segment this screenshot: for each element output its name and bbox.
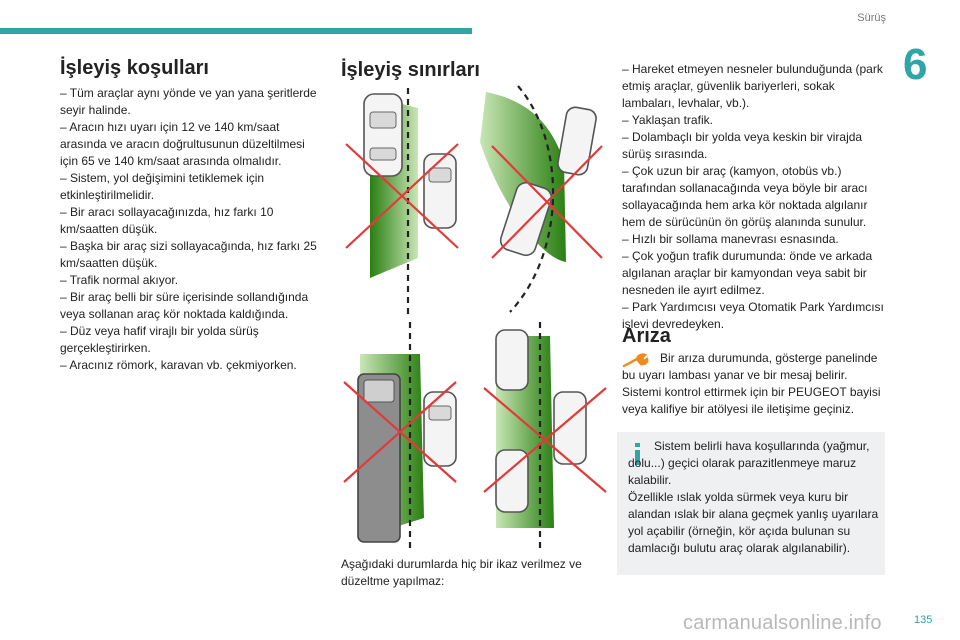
fault-title: Arıza [622,325,671,347]
section-label: Sürüş [857,12,886,24]
parked-car [423,153,457,229]
car-window [369,147,397,161]
info-paragraph: Sistem belirli hava koşullarında (yağmur… [628,439,870,487]
fault-paragraph: Sistemi kontrol ettirmek için bir PEUGEO… [622,385,881,416]
cross-mark [491,145,603,259]
illustration-stationary-and-curve [345,85,603,316]
truck [357,373,401,543]
info-text: Sistem belirli hava koşullarında (yağmur… [628,438,880,557]
list-item: – Çok uzun bir araç (kamyon, otobüs vb.)… [622,164,868,229]
fault-paragraph: Bir arıza durumunda, gösterge panelinde … [622,351,878,382]
list-item: – Aracınız römork, karavan vb. çekmiyork… [60,358,297,372]
list-item: – Çok yoğun trafik durumunda: önde ve ar… [622,249,873,297]
list-item: – Hareket etmeyen nesneler bulunduğunda … [622,62,883,110]
list-item: – Trafik normal akıyor. [60,273,179,287]
list-item: – Bir aracı sollayacağınızda, hız farkı … [60,205,274,236]
operating-limits-list-section: – Hareket etmeyen nesneler bulunduğunda … [622,61,890,333]
operating-conditions-title: İşleyiş koşulları [60,57,209,79]
chapter-number: 6 [903,40,928,89]
car [557,106,597,176]
info-box [617,432,885,575]
car [495,329,529,391]
page-number: 135 [914,614,933,626]
wrench-warning-icon [622,353,649,368]
list-item: – Düz veya hafif virajlı bir yolda sürüş… [60,324,259,355]
list-item: – Yaklaşan trafik. [622,113,713,127]
info-paragraph: Özellikle ıslak yolda sürmek veya kuru b… [628,490,879,555]
operating-limits-list: – Hareket etmeyen nesneler bulunduğunda … [622,61,890,333]
fault-text: Bir arıza durumunda, gösterge panelinde … [622,350,888,418]
operating-conditions-list: – Tüm araçlar aynı yönde ve yan yana şer… [60,85,325,374]
list-item: – Bir araç belli bir süre içerisinde sol… [60,290,309,321]
car-window [428,167,452,183]
list-item: – Hızlı bir sollama manevrası esnasında. [622,232,839,246]
list-item: – Tüm araçlar aynı yönde ve yan yana şer… [60,86,317,117]
cross-mark [343,381,457,483]
list-item: – Aracın hızı uyarı için 12 ve 140 km/sa… [60,120,305,168]
watermark: carmanualsonline.info [683,612,882,634]
truck-cab [363,379,395,403]
lane-marking [509,85,555,313]
info-icon [635,443,640,465]
cross-mark [483,387,607,493]
operating-limits-title: İşleyiş sınırları [341,59,480,81]
top-accent-bar [0,28,472,34]
car [553,391,587,465]
car [423,391,457,467]
car-window [369,111,397,129]
list-item: – Dolambaçlı bir yolda veya keskin bir v… [622,130,863,161]
operating-limits-caption: Aşağıdaki durumlarda hiç bir ikaz verilm… [341,557,582,588]
list-item: – Sistem, yol değişimini tetiklemek için… [60,171,265,202]
list-item: – Başka bir araç sizi sollayacağında, hı… [60,239,317,270]
operating-conditions-section: İşleyiş koşulları – Tüm araçlar aynı yön… [60,57,325,374]
cross-mark [345,143,459,249]
car [363,93,403,177]
illustration-long-vehicle-and-traffic [343,322,607,550]
car-window [428,405,452,421]
list-item: – Park Yardımcısı veya Otomatik Park Yar… [622,300,884,331]
